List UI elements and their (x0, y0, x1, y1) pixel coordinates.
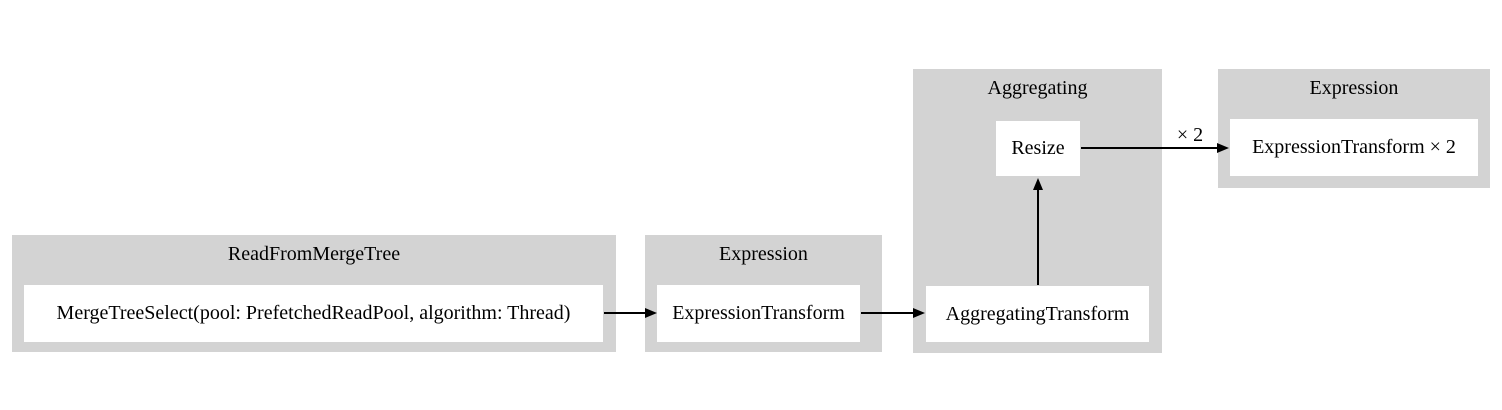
node-label: Resize (1011, 137, 1065, 159)
edge-label-x2: × 2 (1176, 124, 1204, 146)
node-resize: Resize (996, 121, 1080, 176)
node-aggregatingtransform: AggregatingTransform (926, 286, 1149, 342)
node-label: MergeTreeSelect(pool: PrefetchedReadPool… (56, 302, 571, 324)
cluster-label: Expression (1309, 77, 1399, 99)
node-label: AggregatingTransform (945, 302, 1130, 325)
node-expressiontransform: ExpressionTransform (657, 285, 860, 342)
cluster-aggregating: Aggregating Resize AggregatingTransform (913, 69, 1162, 353)
cluster-label: ReadFromMergeTree (227, 243, 401, 265)
cluster-readfrommergetree: ReadFromMergeTree MergeTreeSelect(pool: … (12, 235, 616, 352)
cluster-label: Expression (719, 243, 808, 265)
cluster-expression-1: Expression ExpressionTransform (645, 235, 882, 352)
cluster-label: Aggregating (987, 77, 1088, 99)
node-expressiontransform-x2: ExpressionTransform × 2 (1230, 119, 1478, 176)
cluster-expression-2: Expression ExpressionTransform × 2 (1218, 69, 1490, 188)
node-mergetreeselect: MergeTreeSelect(pool: PrefetchedReadPool… (24, 285, 603, 342)
node-label: ExpressionTransform (672, 302, 845, 324)
node-label: ExpressionTransform × 2 (1252, 136, 1456, 158)
